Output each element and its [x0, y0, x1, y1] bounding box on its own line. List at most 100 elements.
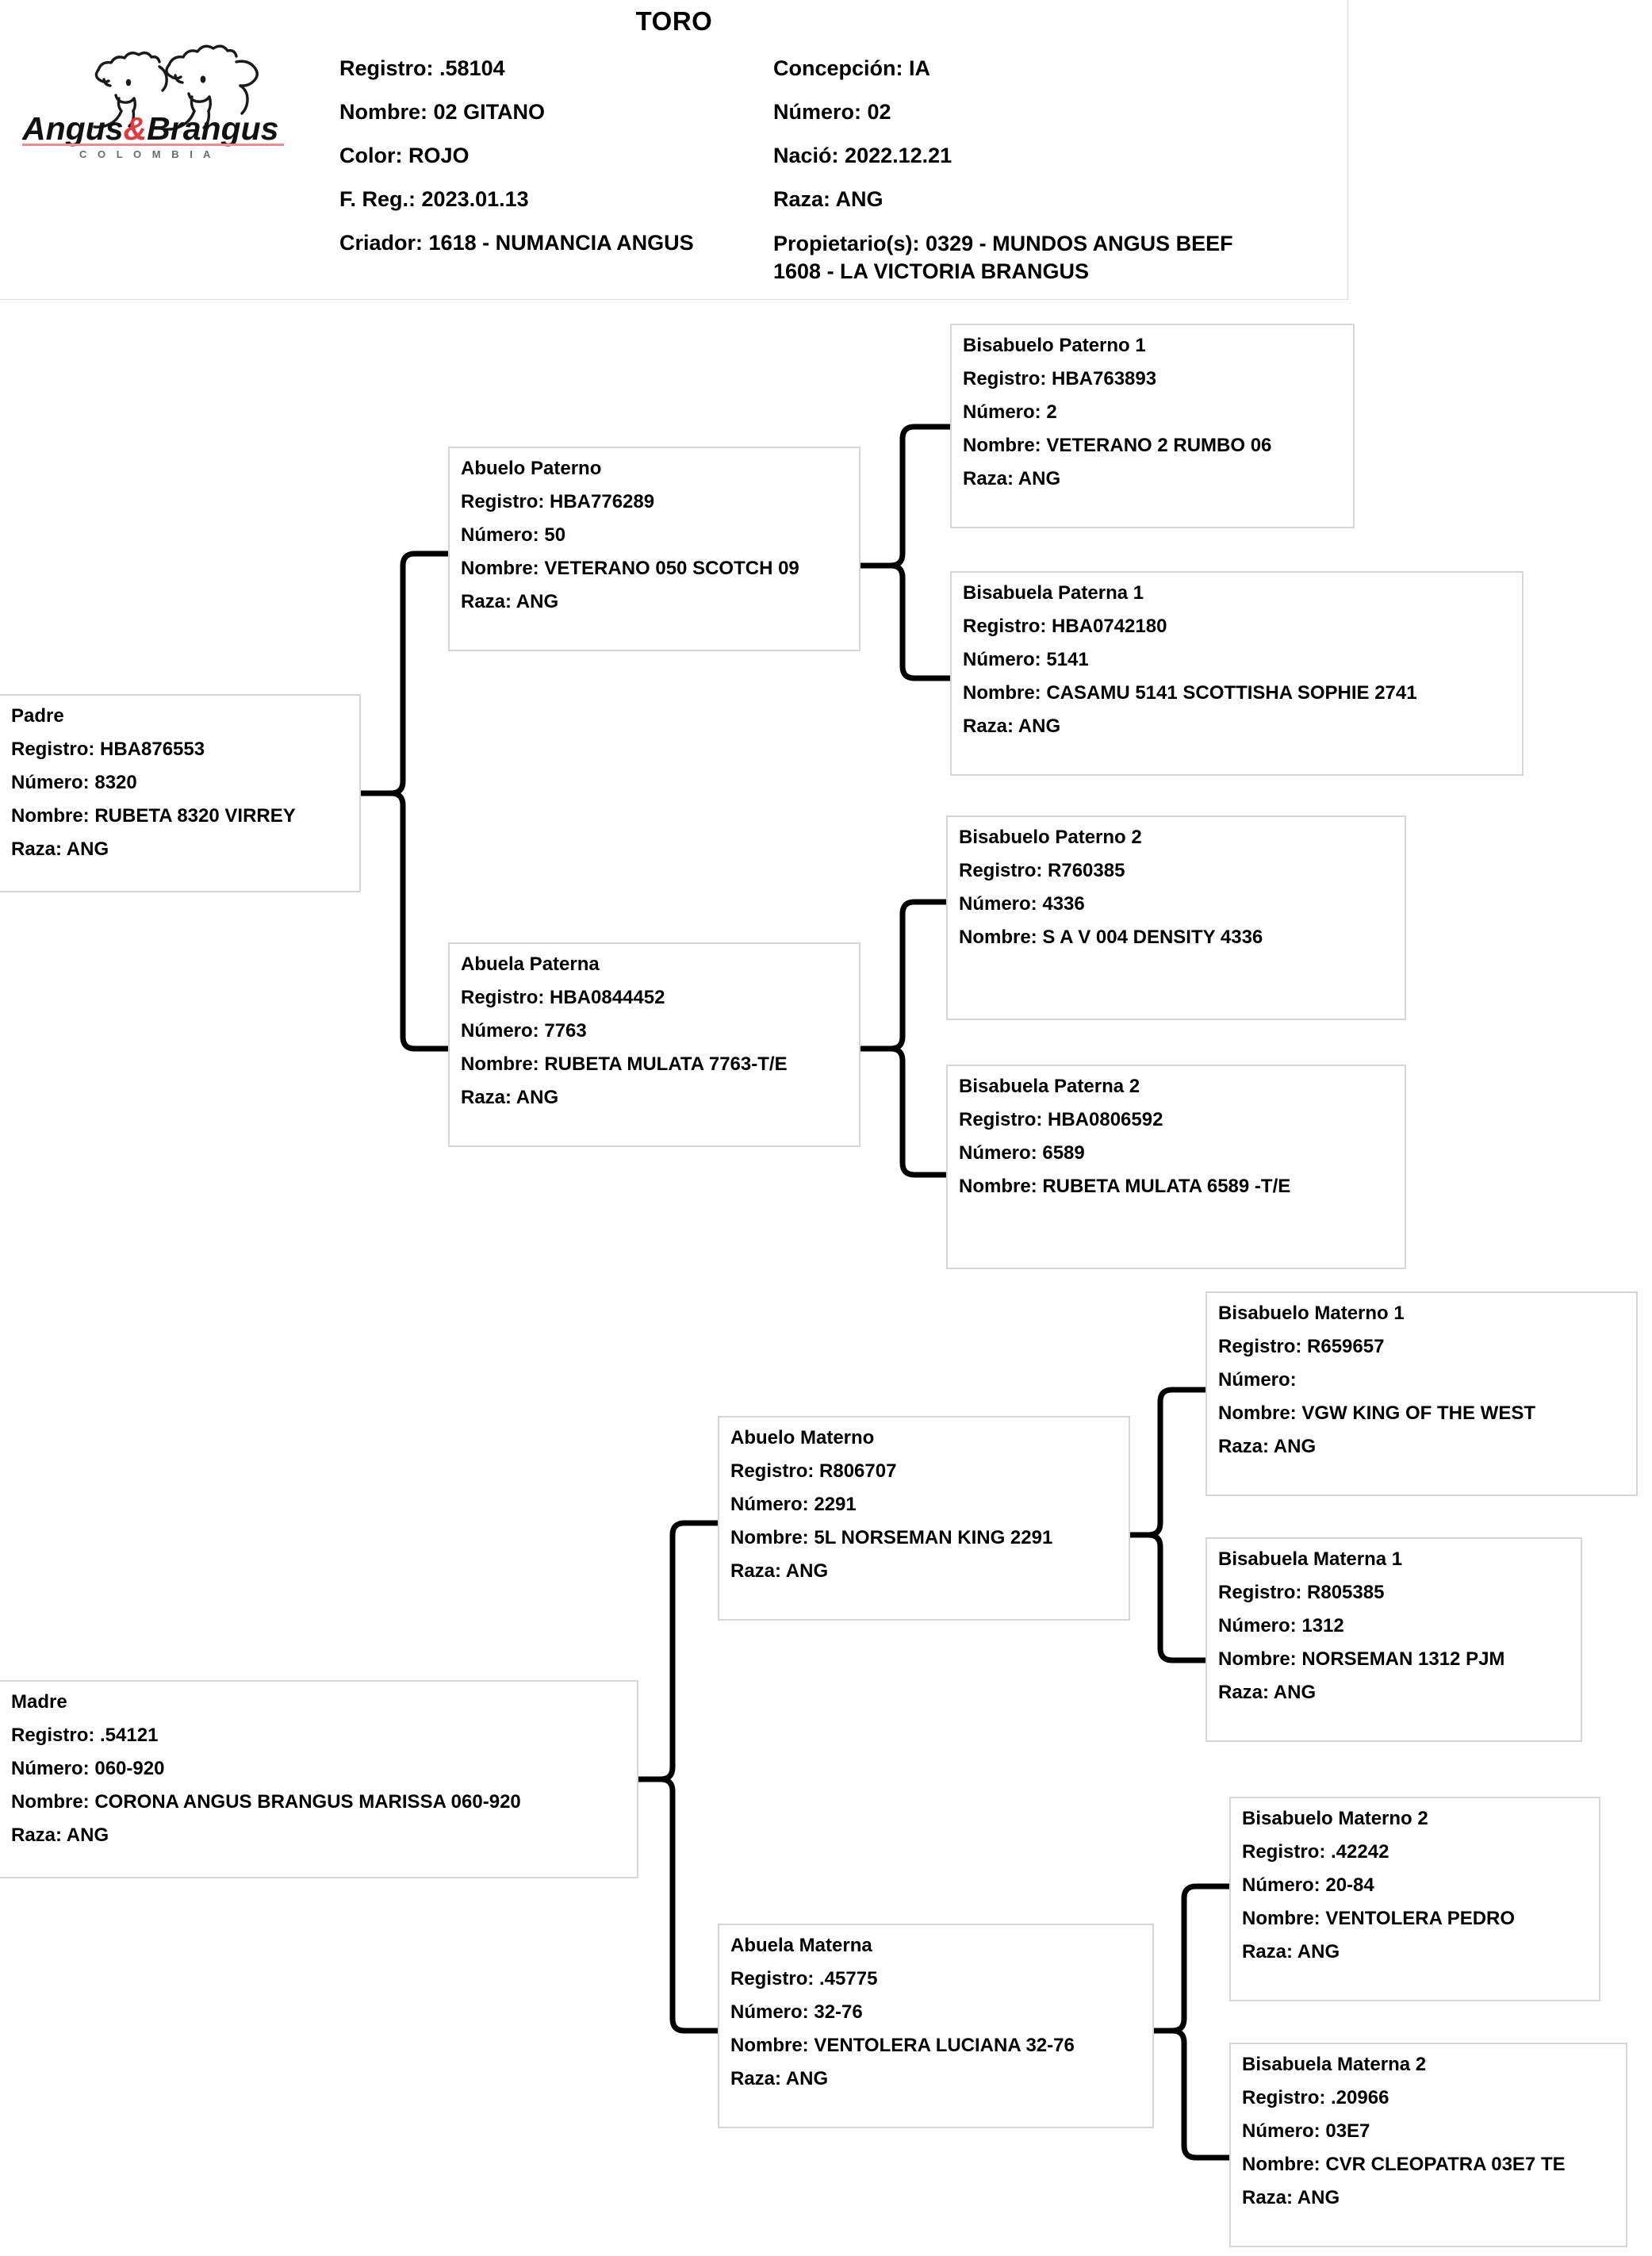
header-value-propietarios-2: 1608 - LA VICTORIA BRANGUS	[773, 259, 1090, 283]
header-value-nombre: 02 GITANO	[433, 100, 546, 124]
pedigree-box-padre[interactable]: Padre Registro: HBA876553 Número: 8320 N…	[0, 694, 361, 892]
abuela-paterna-title: Abuela Paterna	[461, 953, 600, 975]
abuelo-paterno-raza: Raza: ANG	[461, 591, 559, 612]
pedigree-box-abuelo-paterno[interactable]: Abuelo Paterno Registro: HBA776289 Númer…	[448, 447, 860, 651]
pedigree-box-bisabuelo-paterno-1[interactable]: Bisabuelo Paterno 1 Registro: HBA763893 …	[950, 324, 1355, 528]
logo-country: C O L O M B I A	[79, 148, 214, 160]
connector-abuelo-paterno-2	[860, 562, 950, 681]
header-value-raza: ANG	[835, 187, 883, 211]
bisabuela-materna-2-nombre: Nombre: CVR CLEOPATRA 03E7 TE	[1242, 2154, 1566, 2175]
header-label-nacio: Nació:	[773, 144, 839, 167]
bisabuelo-paterno-2-nombre: Nombre: S A V 004 DENSITY 4336	[959, 927, 1263, 948]
header-label-freg: F. Reg.:	[339, 187, 416, 211]
bisabuelo-materno-2-raza: Raza: ANG	[1242, 1941, 1340, 1962]
connector-abuela-materna-2	[1154, 2028, 1229, 2161]
padre-registro: Registro: HBA876553	[11, 739, 205, 760]
bisabuelo-materno-1-registro: Registro: R659657	[1218, 1336, 1385, 1357]
padre-nombre: Nombre: RUBETA 8320 VIRREY	[11, 805, 296, 827]
header-label-color: Color:	[339, 144, 403, 167]
header-field-nacio: Nació: 2022.12.21	[773, 143, 1328, 186]
abuelo-materno-numero: Número: 2291	[730, 1494, 857, 1515]
header-field-raza: Raza: ANG	[773, 186, 1328, 230]
abuela-paterna-raza: Raza: ANG	[461, 1087, 559, 1108]
bisabuela-paterna-1-title: Bisabuela Paterna 1	[963, 582, 1144, 604]
header-left-column: Registro: .58104 Nombre: 02 GITANO Color…	[339, 56, 772, 274]
header-value-registro: .58104	[439, 56, 505, 80]
pedigree-box-madre[interactable]: Madre Registro: .54121 Número: 060-920 N…	[0, 1680, 638, 1878]
cattle-heads-icon	[93, 44, 259, 131]
header-label-raza: Raza:	[773, 187, 831, 211]
header-field-concepcion: Concepción: IA	[773, 56, 1328, 99]
abuelo-materno-title: Abuelo Materno	[730, 1427, 875, 1448]
bisabuela-materna-2-registro: Registro: .20966	[1242, 2087, 1389, 2108]
connector-madre-1	[638, 1520, 718, 1782]
bisabuela-paterna-1-registro: Registro: HBA0742180	[963, 616, 1167, 637]
bisabuelo-materno-1-raza: Raza: ANG	[1218, 1436, 1317, 1457]
abuelo-paterno-nombre: Nombre: VETERANO 050 SCOTCH 09	[461, 558, 799, 579]
pedigree-box-bisabuelo-materno-1[interactable]: Bisabuelo Materno 1 Registro: R659657 Nú…	[1205, 1291, 1638, 1496]
bisabuela-materna-1-registro: Registro: R805385	[1218, 1582, 1385, 1603]
bisabuela-paterna-2-nombre: Nombre: RUBETA MULATA 6589 -T/E	[959, 1176, 1291, 1197]
pedigree-box-abuelo-materno[interactable]: Abuelo Materno Registro: R806707 Número:…	[718, 1416, 1130, 1621]
header-label-numero: Número:	[773, 100, 862, 124]
connector-abuela-paterna-2	[860, 1046, 946, 1178]
angus-brangus-logo: Angus&Brangus C O L O M B I A	[22, 41, 332, 160]
pedigree-box-abuela-paterna[interactable]: Abuela Paterna Registro: HBA0844452 Núme…	[448, 942, 860, 1147]
bisabuela-materna-2-raza: Raza: ANG	[1242, 2187, 1340, 2208]
logo-underline	[22, 144, 284, 146]
bisabuela-materna-1-raza: Raza: ANG	[1218, 1682, 1317, 1703]
pedigree-box-bisabuela-paterna-1[interactable]: Bisabuela Paterna 1 Registro: HBA0742180…	[950, 571, 1524, 776]
header-value-propietarios-1: 0329 - MUNDOS ANGUS BEEF	[926, 232, 1233, 255]
abuela-paterna-nombre: Nombre: RUBETA MULATA 7763-T/E	[461, 1053, 788, 1075]
pedigree-box-bisabuelo-materno-2[interactable]: Bisabuelo Materno 2 Registro: .42242 Núm…	[1229, 1797, 1600, 2001]
pedigree-box-bisabuela-materna-1[interactable]: Bisabuela Materna 1 Registro: R805385 Nú…	[1205, 1537, 1582, 1742]
bisabuelo-paterno-2-numero: Número: 4336	[959, 893, 1085, 915]
header-label-registro: Registro:	[339, 56, 434, 80]
header-value-concepcion: IA	[909, 56, 931, 80]
bisabuelo-materno-2-title: Bisabuelo Materno 2	[1242, 1808, 1428, 1829]
padre-title: Padre	[11, 705, 64, 727]
header-label-propietarios: Propietario(s):	[773, 232, 920, 255]
header-value-freg: 2023.01.13	[421, 187, 529, 211]
bisabuelo-paterno-2-registro: Registro: R760385	[959, 860, 1125, 881]
abuela-paterna-numero: Número: 7763	[461, 1020, 587, 1042]
bisabuelo-materno-2-registro: Registro: .42242	[1242, 1841, 1389, 1863]
bisabuela-paterna-1-raza: Raza: ANG	[963, 716, 1061, 737]
bisabuela-materna-1-nombre: Nombre: NORSEMAN 1312 PJM	[1218, 1648, 1505, 1670]
bisabuelo-materno-1-title: Bisabuelo Materno 1	[1218, 1303, 1405, 1324]
abuela-materna-numero: Número: 32-76	[730, 2001, 863, 2023]
bisabuela-paterna-2-registro: Registro: HBA0806592	[959, 1109, 1163, 1130]
bisabuela-paterna-2-title: Bisabuela Paterna 2	[959, 1076, 1140, 1097]
madre-raza: Raza: ANG	[11, 1824, 109, 1846]
madre-numero: Número: 060-920	[11, 1758, 165, 1779]
header-right-column: Concepción: IA Número: 02 Nació: 2022.12…	[773, 56, 1328, 286]
bisabuelo-materno-2-numero: Número: 20-84	[1242, 1874, 1374, 1896]
connector-madre-2	[638, 1776, 718, 2034]
header-field-registro: Registro: .58104	[339, 56, 772, 99]
bisabuelo-paterno-1-nombre: Nombre: VETERANO 2 RUMBO 06	[963, 435, 1272, 456]
bisabuela-materna-2-title: Bisabuela Materna 2	[1242, 2054, 1427, 2075]
abuelo-materno-nombre: Nombre: 5L NORSEMAN KING 2291	[730, 1527, 1053, 1548]
pedigree-box-bisabuelo-paterno-2[interactable]: Bisabuelo Paterno 2 Registro: R760385 Nú…	[946, 815, 1406, 1020]
bisabuela-paterna-2-numero: Número: 6589	[959, 1142, 1085, 1164]
abuelo-paterno-registro: Registro: HBA776289	[461, 491, 655, 512]
abuela-materna-title: Abuela Materna	[730, 1935, 872, 1956]
animal-header-panel: TORO	[0, 0, 1348, 300]
abuelo-materno-registro: Registro: R806707	[730, 1460, 897, 1482]
header-label-nombre: Nombre:	[339, 100, 428, 124]
header-label-concepcion: Concepción:	[773, 56, 903, 80]
header-value-criador: 1618 - NUMANCIA ANGUS	[428, 231, 694, 255]
connector-abuelo-paterno-1	[860, 424, 950, 569]
connector-abuelo-materno-1	[1130, 1387, 1205, 1538]
header-value-nacio: 2022.12.21	[845, 144, 952, 167]
header-label-criador: Criador:	[339, 231, 424, 255]
bisabuelo-paterno-1-numero: Número: 2	[963, 401, 1057, 423]
pedigree-box-bisabuela-materna-2[interactable]: Bisabuela Materna 2 Registro: .20966 Núm…	[1229, 2043, 1627, 2247]
header-value-numero: 02	[867, 100, 891, 124]
madre-registro: Registro: .54121	[11, 1725, 159, 1746]
header-field-criador: Criador: 1618 - NUMANCIA ANGUS	[339, 230, 772, 274]
pedigree-box-abuela-materna[interactable]: Abuela Materna Registro: .45775 Número: …	[718, 1924, 1154, 2128]
padre-raza: Raza: ANG	[11, 838, 109, 860]
pedigree-box-bisabuela-paterna-2[interactable]: Bisabuela Paterna 2 Registro: HBA0806592…	[946, 1065, 1406, 1269]
connector-abuelo-materno-2	[1130, 1532, 1205, 1663]
